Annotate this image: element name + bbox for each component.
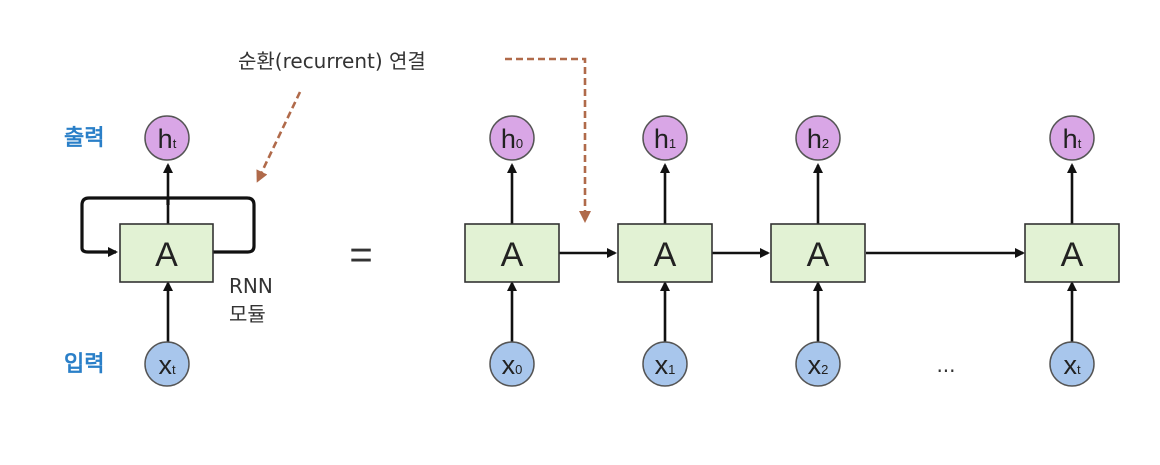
hidden-node-0-sub: 0 [516,136,523,151]
hidden-node-2-sub: 2 [822,136,829,151]
input-node-2-sub: 2 [821,362,828,377]
svg-text:h2: h2 [807,124,829,154]
svg-text:xt: xt [1063,350,1081,380]
input-node-2-main: x [808,350,822,380]
output-label: 출력 [64,126,104,151]
folded-rnn-module: A ht xt RNN 모듈 [80,115,273,387]
input-label: 입력 [64,352,104,377]
svg-text:x2: x2 [808,350,829,380]
recurrent-connection-label: 순환(recurrent) 연결 [238,49,426,73]
folded-hidden-node [144,115,190,161]
folded-input-node [144,341,190,387]
input-node-3-main: x [1063,350,1077,380]
hidden-node-0-main: h [501,124,516,154]
folded-input-main: x [158,350,172,380]
input-node-3-sub: t [1077,362,1081,377]
folded-hidden-main: h [158,124,173,154]
input-node-3 [1049,341,1095,387]
folded-cell-label: A [155,236,178,274]
hidden-node-1-sub: 1 [669,136,676,151]
hidden-node-1 [642,115,688,161]
input-node-1-sub: 1 [668,362,675,377]
cell-label-0: A [501,236,524,274]
svg-text:x0: x0 [502,350,523,380]
svg-text:h0: h0 [501,124,523,154]
cell-label-3: A [1061,236,1084,274]
recurrent-loop [80,196,170,257]
cell-label-1: A [654,236,677,274]
input-node-1-main: x [655,350,669,380]
hidden-node-1-main: h [654,124,669,154]
hidden-node-3-main: h [1063,124,1078,154]
svg-text:xt: xt [158,350,176,380]
cell-box-3 [1024,223,1120,283]
hidden-node-2-main: h [807,124,822,154]
input-node-0-sub: 0 [515,362,522,377]
hidden-node-3 [1049,115,1095,161]
svg-text:ht: ht [158,124,177,154]
cell-box-1 [617,223,713,283]
hidden-node-2 [795,115,841,161]
svg-text:h1: h1 [654,124,676,154]
rnn-module-label-line1: RNN [229,274,273,298]
hidden-node-0 [489,115,535,161]
svg-text:ht: ht [1063,124,1082,154]
equals-sign: = [349,233,372,277]
recurrent-callout-arrow-right [505,57,591,223]
cell-box-0 [464,223,560,283]
cell-box-2 [770,223,866,283]
cell-label-2: A [807,236,830,274]
hidden-node-3-sub: t [1078,136,1082,151]
rnn-module-label-line2: 모듈 [229,302,266,326]
input-node-0 [489,341,535,387]
recurrent-callout-arrow-left [256,91,302,183]
recurrent-loop-right [168,196,256,254]
folded-input-sub: t [172,362,176,377]
svg-text:x1: x1 [655,350,676,380]
input-node-0-main: x [502,350,516,380]
input-node-1 [642,341,688,387]
ellipsis: ... [936,353,955,377]
folded-cell-box [119,223,214,283]
folded-hidden-sub: t [173,136,177,151]
input-node-2 [795,341,841,387]
